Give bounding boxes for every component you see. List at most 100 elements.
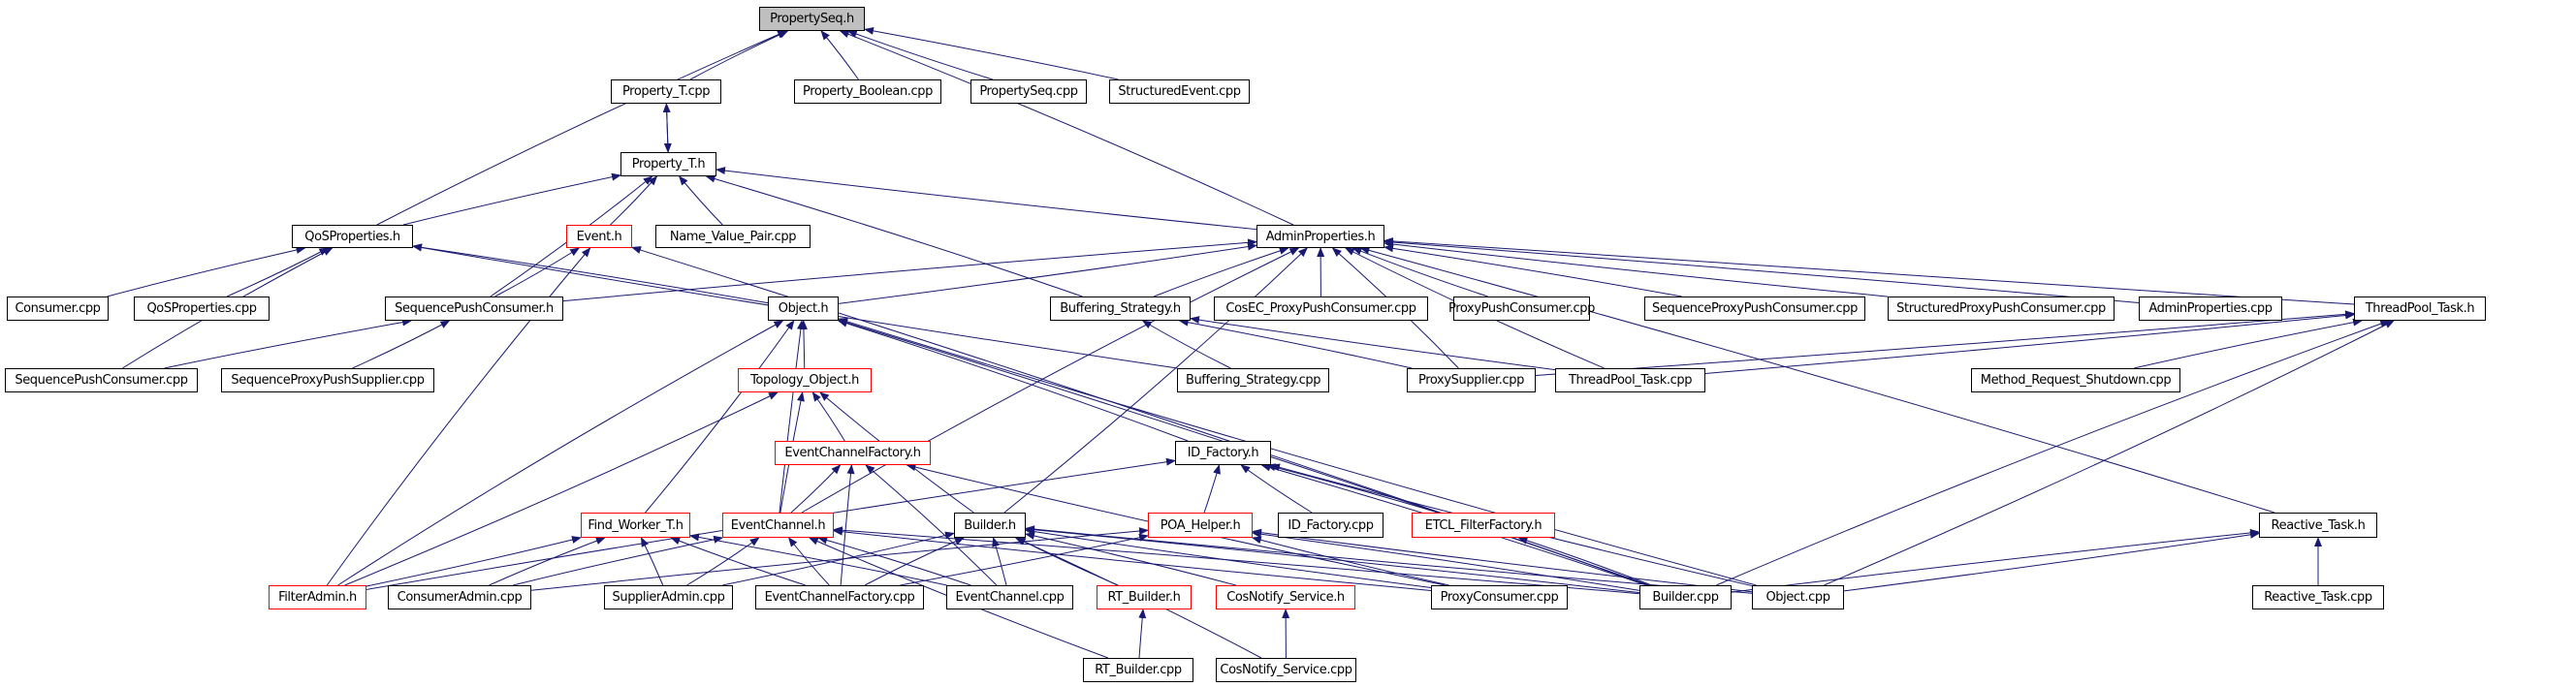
node-propertyseq-h: PropertySeq.h <box>759 7 865 31</box>
edge-FilterAdmin_h-to-Event_h <box>326 247 591 586</box>
node-sequenceproxypushconsumer-cpp[interactable]: SequenceProxyPushConsumer.cpp <box>1644 297 1865 321</box>
edge-StructuredProxyPushConsumer_cpp-to-AdminProperties_h <box>1383 240 1889 297</box>
node-consumer-cpp[interactable]: Consumer.cpp <box>7 297 109 321</box>
node-builder-h[interactable]: Builder.h <box>954 513 1026 538</box>
edge-Topology_Object_h-to-Object_h <box>799 320 808 369</box>
edge-Method_Request_Shutdown_cpp-to-ThreadPool_Task_h <box>2133 318 2364 369</box>
node-object-h[interactable]: Object.h <box>768 297 839 321</box>
edge-Buffering_Strategy_h-to-AdminProperties_h <box>1153 247 1289 297</box>
node-property-t-cpp[interactable]: Property_T.cpp <box>611 79 721 104</box>
node-name-value-pair-cpp[interactable]: Name_Value_Pair.cpp <box>655 225 811 248</box>
edge-EventChannel_cpp-to-Find_Worker_T_h <box>689 533 947 586</box>
node-proxypushconsumer-cpp[interactable]: ProxyPushConsumer.cpp <box>1448 297 1595 321</box>
edge-ProxyPushConsumer_cpp-to-AdminProperties_h <box>1352 247 1488 297</box>
edge-ProxyConsumer_cpp-to-POA_Helper_h <box>1251 536 1449 586</box>
edge-Name_Value_Pair_cpp-to-Property_T_h <box>679 175 723 226</box>
node-cosec-proxypushconsumer-cpp[interactable]: CosEC_ProxyPushConsumer.cpp <box>1214 297 1428 321</box>
edge-EventChannel_cpp-to-EventChannelFactory_h <box>865 464 998 586</box>
node-reactive-task-cpp[interactable]: Reactive_Task.cpp <box>2252 585 2384 609</box>
edge-ConsumerAdmin_cpp-to-Find_Worker_T_h <box>489 537 606 586</box>
node-threadpool-task-h[interactable]: ThreadPool_Task.h <box>2354 297 2486 321</box>
edge-SequenceProxyPushConsumer_cpp-to-AdminProperties_h <box>1383 244 1682 297</box>
node-structuredevent-cpp[interactable]: StructuredEvent.cpp <box>1109 79 1250 104</box>
node-property-boolean-cpp[interactable]: Property_Boolean.cpp <box>794 79 941 104</box>
node-threadpool-task-cpp[interactable]: ThreadPool_Task.cpp <box>1555 368 1705 392</box>
edge-ThreadPool_Task_cpp-to-ThreadPool_Task_h <box>1704 311 2355 374</box>
node-adminproperties-h[interactable]: AdminProperties.h <box>1256 225 1384 248</box>
edge-Builder_cpp-to-POA_Helper_h <box>1252 530 1640 591</box>
node-sequencepushconsumer-cpp[interactable]: SequencePushConsumer.cpp <box>5 368 198 392</box>
edge-AdminProperties_h-to-Property_T_h <box>716 167 1257 231</box>
node-event-h[interactable]: Event.h <box>566 225 632 248</box>
edge-EventChannelFactory_cpp-to-POA_Helper_h <box>900 533 1149 586</box>
node-qosproperties-h[interactable]: QoSProperties.h <box>292 225 413 248</box>
edge-EventChannelFactory_cpp-to-Find_Worker_T_h <box>670 537 806 586</box>
edge-EventChannelFactory_h-to-Topology_Object_h <box>811 391 845 442</box>
node-eventchannelfactory-h[interactable]: EventChannelFactory.h <box>775 441 931 465</box>
node-property-t-h[interactable]: Property_T.h <box>620 152 716 176</box>
node-proxyconsumer-cpp[interactable]: ProxyConsumer.cpp <box>1431 585 1568 609</box>
edge-Builder_cpp-to-Reactive_Task_h <box>1731 528 2260 593</box>
edge-Builder_cpp-to-ThreadPool_Task_h <box>1716 320 2391 586</box>
edge-QoSProperties_h-to-Property_T_h <box>402 172 621 226</box>
edge-Object_cpp-to-Builder_h <box>1025 525 1753 594</box>
edge-FilterAdmin_h-to-Object_h <box>337 320 784 586</box>
edge-Object_cpp-to-Reactive_Task_h <box>1843 530 2260 592</box>
node-rt-builder-h[interactable]: RT_Builder.h <box>1097 585 1192 609</box>
node-sequenceproxypushsupplier-cpp[interactable]: SequenceProxyPushSupplier.cpp <box>221 368 434 392</box>
node-id-factory-cpp[interactable]: ID_Factory.cpp <box>1278 513 1383 538</box>
node-eventchannel-cpp[interactable]: EventChannel.cpp <box>946 585 1073 609</box>
edge-SequencePushConsumer_h-to-Event_h <box>494 247 581 297</box>
edge-ConsumerAdmin_cpp-to-POA_Helper_h <box>530 527 1149 591</box>
node-propertyseq-cpp[interactable]: PropertySeq.cpp <box>970 79 1087 104</box>
node-object-cpp[interactable]: Object.cpp <box>1752 585 1844 609</box>
node-supplieradmin-cpp[interactable]: SupplierAdmin.cpp <box>604 585 733 609</box>
node-builder-cpp[interactable]: Builder.cpp <box>1639 585 1732 609</box>
edge-Object_h-to-AdminProperties_h <box>838 242 1257 304</box>
node-cosnotify-service-cpp[interactable]: CosNotify_Service.cpp <box>1216 658 1356 682</box>
node-topology-object-h[interactable]: Topology_Object.h <box>738 368 872 392</box>
node-etcl-filterfactory-h[interactable]: ETCL_FilterFactory.h <box>1412 513 1555 538</box>
node-eventchannelfactory-cpp[interactable]: EventChannelFactory.cpp <box>755 585 924 609</box>
edge-FilterAdmin_h-to-Find_Worker_T_h <box>366 536 582 587</box>
node-structuredproxypushconsumer-cpp[interactable]: StructuredProxyPushConsumer.cpp <box>1888 297 2115 321</box>
edge-QoSProperties_cpp-to-QoSProperties_h <box>226 247 330 297</box>
node-eventchannel-h[interactable]: EventChannel.h <box>722 513 834 538</box>
node-adminproperties-cpp[interactable]: AdminProperties.cpp <box>2139 297 2282 321</box>
node-qosproperties-cpp[interactable]: QoSProperties.cpp <box>134 297 270 321</box>
edge-Builder_h-to-AdminProperties_h <box>1003 247 1308 514</box>
edge-POA_Helper_h-to-ID_Factory_h <box>1203 464 1221 514</box>
node-find-worker-t-h[interactable]: Find_Worker_T.h <box>581 513 690 538</box>
edge-Property_T_cpp-to-Property_T_h <box>663 103 672 153</box>
node-id-factory-h[interactable]: ID_Factory.h <box>1175 441 1271 465</box>
node-rt-builder-cpp[interactable]: RT_Builder.cpp <box>1083 658 1193 682</box>
edge-ID_Factory_h-to-Object_h <box>837 319 1189 442</box>
edge-StructuredEvent_cpp-to-PropertySeq_h <box>864 26 1119 80</box>
edge-QoSProperties_h-to-PropertySeq_h <box>376 30 788 226</box>
node-consumeradmin-cpp[interactable]: ConsumerAdmin.cpp <box>388 585 531 609</box>
edge-Event_h-to-Property_T_h <box>610 175 658 226</box>
edge-SupplierAdmin_cpp-to-Find_Worker_T_h <box>640 537 664 586</box>
node-sequencepushconsumer-h[interactable]: SequencePushConsumer.h <box>385 297 563 321</box>
node-buffering-strategy-cpp[interactable]: Buffering_Strategy.cpp <box>1177 368 1329 392</box>
edge-ProxyConsumer_cpp-to-Builder_h <box>1025 527 1432 589</box>
edge-Object_h-to-QoSProperties_h <box>412 243 769 304</box>
edge-ConsumerAdmin_cpp-to-EventChannel_h <box>512 535 724 586</box>
edge-AdminProperties_cpp-to-AdminProperties_h <box>1383 238 2140 303</box>
node-proxysupplier-cpp[interactable]: ProxySupplier.cpp <box>1407 368 1536 392</box>
edge-Property_T_cpp-to-PropertySeq_h <box>689 30 789 80</box>
node-poa-helper-h[interactable]: POA_Helper.h <box>1148 513 1253 538</box>
node-filteradmin-h[interactable]: FilterAdmin.h <box>269 585 366 609</box>
edge-EventChannel_h-to-EventChannelFactory_h <box>790 464 842 514</box>
node-method-request-shutdown-cpp[interactable]: Method_Request_Shutdown.cpp <box>1971 368 2180 392</box>
edge-ProxyConsumer_cpp-to-EventChannel_h <box>833 527 1432 591</box>
node-reactive-task-h[interactable]: Reactive_Task.h <box>2259 513 2377 538</box>
edge-Object_cpp-to-Object_h <box>838 317 1757 586</box>
node-buffering-strategy-h[interactable]: Buffering_Strategy.h <box>1050 297 1191 321</box>
edge-EventChannelFactory_cpp-to-EventChannelFactory_h <box>840 464 855 586</box>
edge-SequencePushConsumer_h-to-AdminProperties_h <box>562 238 1257 302</box>
edge-Consumer_cpp-to-QoSProperties_h <box>107 246 306 297</box>
node-cosnotify-service-h[interactable]: CosNotify_Service.h <box>1216 585 1355 609</box>
